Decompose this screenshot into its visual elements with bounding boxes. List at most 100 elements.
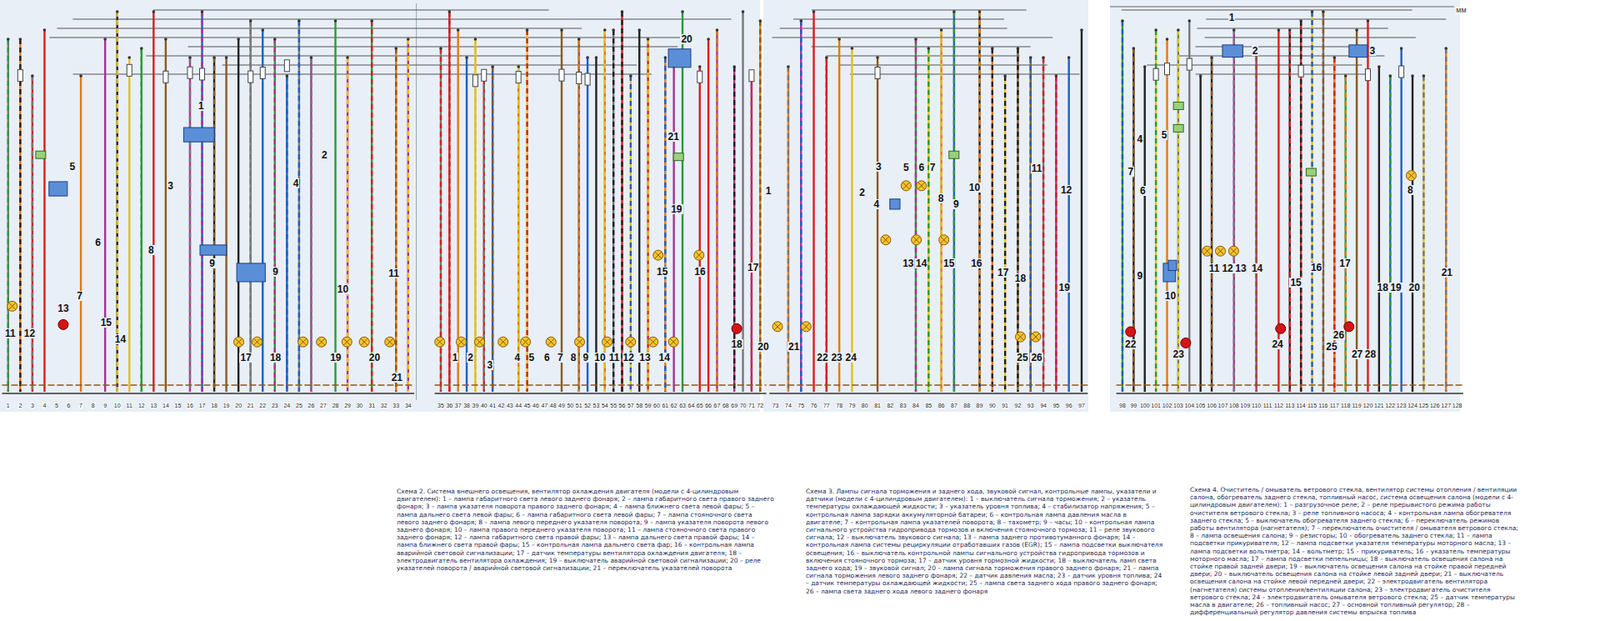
circuit-number: 92 [1015,402,1022,409]
callout-number: 6 [543,352,551,363]
lamp-symbol [575,336,585,347]
callout-number: 4 [1135,134,1144,145]
lamp-cross [343,338,350,345]
fuse-symbol [1153,68,1159,80]
lamp-cross [1204,247,1211,255]
circuit-number: 88 [963,402,970,409]
lamp-cross [650,338,657,345]
circuit-number: 72 [756,402,764,409]
wire [285,75,288,392]
wire [165,39,167,392]
supply-bus [1121,9,1413,10]
wire [1155,30,1157,392]
callout-number: 27 [1350,349,1364,360]
lamp-cross [913,236,920,244]
wire [1121,20,1124,392]
wire-tracer [213,57,215,392]
callout-number: 7 [556,352,565,363]
junction-dot [577,37,581,41]
wire-tracer [395,48,397,392]
circuit-number: 44 [515,402,522,409]
junction-dot [164,37,168,41]
junction-dot [260,28,265,32]
junction-dot [850,46,855,50]
lamp-cross [1407,172,1415,180]
circuit-number: 20 [235,402,242,409]
circuit-number: 21 [247,402,255,409]
lamp-cross [1017,333,1025,340]
circuit-number: 112 [1274,402,1284,409]
junction-dot [1003,74,1007,78]
wire-tracer [31,75,34,392]
ground-line [435,392,767,394]
wire [586,57,589,392]
circuit-number: 29 [344,402,351,409]
lamp-cross [650,338,657,345]
lamp-cross [940,236,948,244]
supply-bus [1205,18,1446,20]
junction-dot [1210,55,1214,60]
callout-number: 21 [390,372,404,383]
junction-dot [1377,65,1381,69]
callout-number: 16 [1310,262,1323,273]
lamp-symbol [668,336,679,347]
supply-bus [826,55,1020,56]
circuit-number: 12 [138,402,145,409]
junction-dot [406,37,410,41]
wire [334,20,336,392]
wire-tracer [1155,30,1157,392]
indicator-symbol [1275,323,1286,334]
wire [310,57,312,392]
fuse-symbol [126,64,132,76]
circuit-number: 65 [696,402,704,409]
supply-bus [72,18,731,20]
connector-block [35,150,46,159]
callout-number: 26 [1030,352,1043,363]
caption-text: Схема 4. Очиститель / омыватель ветровог… [1190,485,1524,616]
circuit-number: 3 [30,402,35,409]
wire [1389,75,1391,392]
wire [1080,30,1083,392]
lamp-cross [695,251,703,259]
callout-number: 18 [269,352,282,363]
callout-number: 7 [929,162,937,173]
wire [612,30,615,392]
circuit-number: 52 [584,402,591,409]
callout-number: 15 [100,317,113,328]
circuit-number: 125 [1419,402,1430,409]
circuit-number: 40 [480,402,488,409]
supply-bus [56,27,582,29]
callout-number: 16 [970,258,983,269]
circuit-number: 10 [114,402,121,409]
lamp-cross [1017,333,1025,340]
wire [699,66,701,392]
junction-dot [629,74,633,78]
callout-number: 9 [1135,270,1144,281]
lamp-cross [802,323,810,330]
callout-number: 17 [239,352,252,363]
callout-number: 14 [1250,263,1264,274]
circuit-number: 51 [575,402,583,409]
junction-dot [940,28,944,32]
wire-tracer [1177,30,1180,392]
circuit-number: 128 [1452,402,1463,409]
callout-number: 1 [197,100,205,111]
circuit-number: 100 [1140,402,1150,409]
wire [1144,66,1146,392]
wire-tracer [140,48,143,392]
junction-dot [952,10,956,14]
fuse-symbol [284,60,290,72]
wire [1233,30,1235,392]
callout-number: 20 [756,341,770,352]
callout-number: 23 [830,352,843,363]
wire-tracer [1255,48,1257,392]
junction-dot [273,37,277,41]
wire [1378,66,1380,392]
wire [1411,75,1414,392]
callout-number: 5 [1160,130,1169,140]
lamp-cross [254,338,261,345]
lamp-cross [522,338,530,345]
circuit-number: 9 [103,402,107,409]
circuit-number: 120 [1363,402,1374,409]
wire [43,30,45,392]
